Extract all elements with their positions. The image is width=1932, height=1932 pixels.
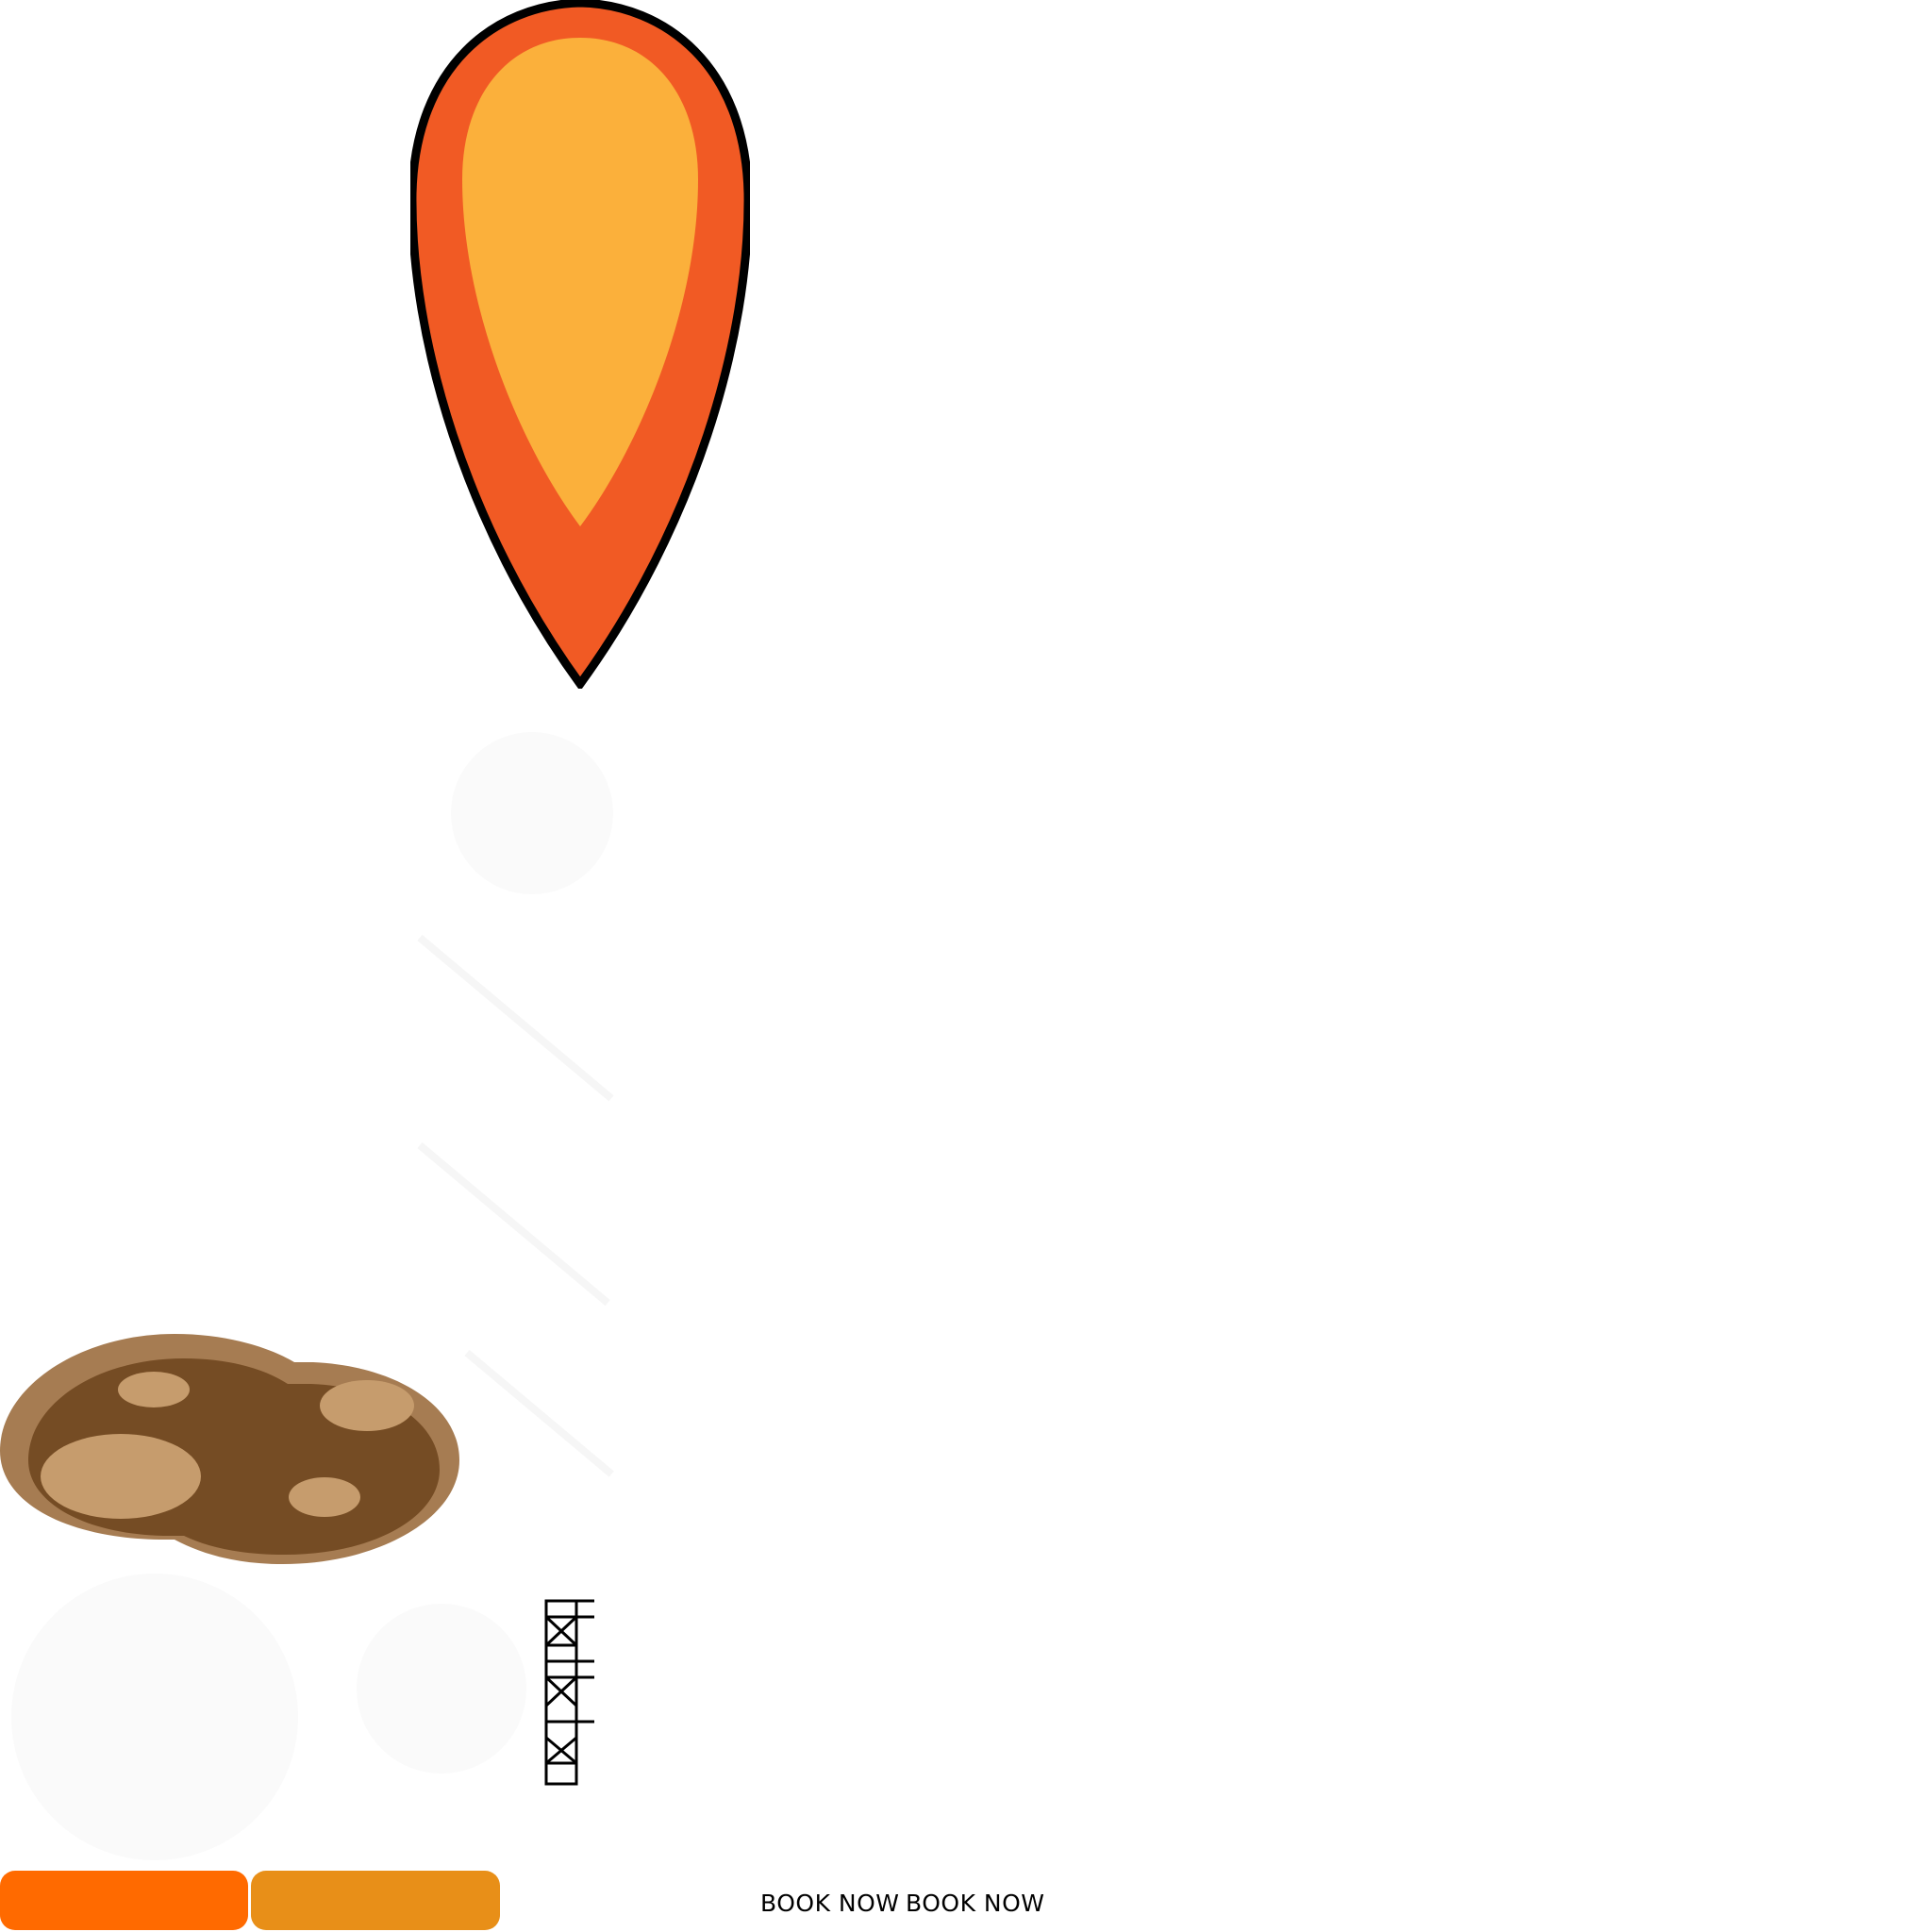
ghost-text-line: ​	[528, 1491, 915, 1538]
pin-inner-shape	[462, 38, 698, 526]
asteroid-crater	[41, 1434, 201, 1519]
faint-circle-top	[451, 732, 613, 894]
ghost-text-line: ​	[641, 1340, 868, 1387]
faint-circle-medium	[357, 1604, 526, 1774]
faint-circle-large	[11, 1574, 298, 1860]
faint-diagonal-line-2	[417, 1141, 610, 1307]
faint-diagonal-line-3	[464, 1349, 614, 1477]
asteroid-crater	[118, 1372, 190, 1407]
book-now-link[interactable]: BOOK NOW	[760, 1890, 900, 1917]
asteroid-icon	[0, 1334, 459, 1564]
map-pin-icon	[410, 0, 750, 689]
book-now-link[interactable]: BOOK NOW	[906, 1890, 1045, 1917]
asteroid-crater	[289, 1477, 360, 1517]
ghost-text-line: ​	[641, 1391, 868, 1439]
primary-button[interactable]	[0, 1871, 248, 1930]
boxed-cross-glyph-stack-icon	[544, 1599, 594, 1786]
ghost-text-line: ​	[641, 1439, 868, 1486]
asteroid-crater	[320, 1380, 414, 1431]
faint-diagonal-line-1	[417, 934, 614, 1102]
secondary-button[interactable]	[251, 1871, 500, 1930]
